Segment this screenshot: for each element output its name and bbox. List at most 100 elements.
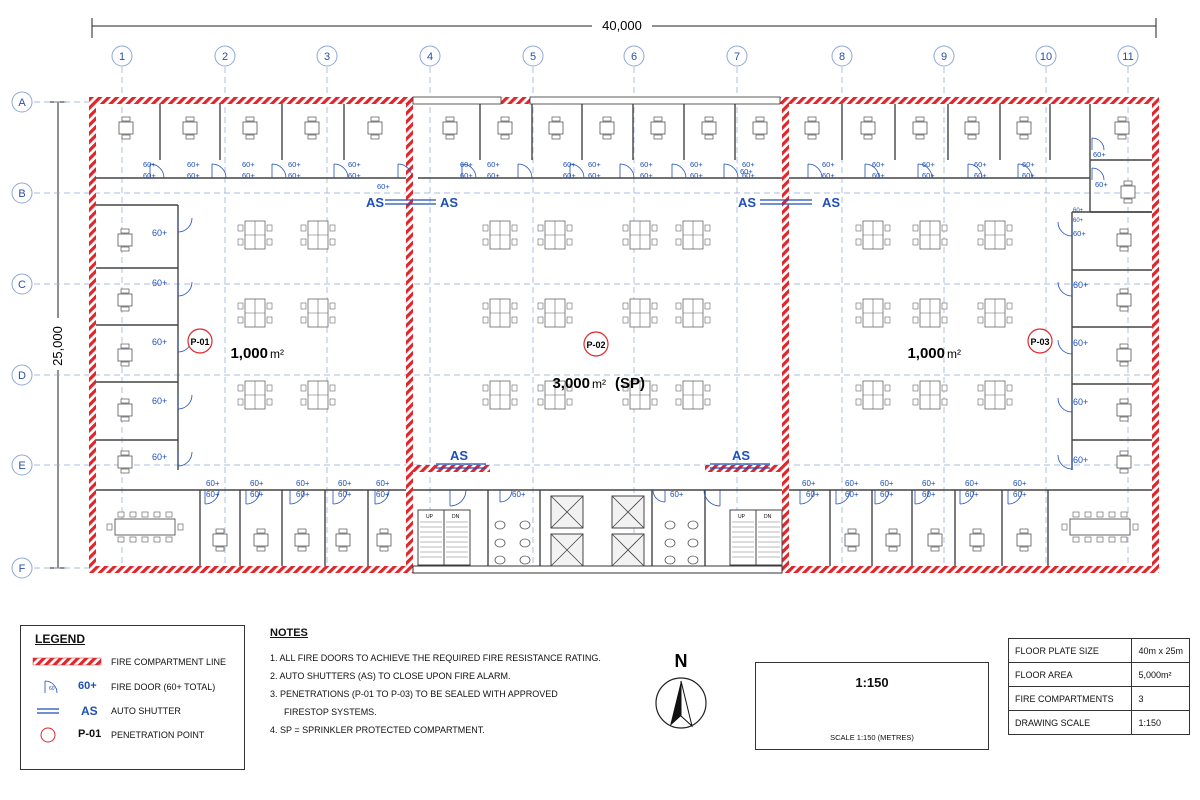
desk	[376, 528, 392, 552]
door-swing	[1057, 339, 1073, 355]
desk	[650, 116, 666, 140]
workstation-cluster	[855, 380, 891, 410]
table-value: 40m x 25m	[1131, 638, 1190, 663]
grid-column-label: 10	[1040, 51, 1052, 63]
workstation-cluster	[300, 298, 336, 328]
fire-doors	[149, 137, 1105, 507]
grid-column-label: 3	[324, 51, 330, 63]
door-swing	[967, 163, 983, 179]
fire-door-label: 60+	[242, 171, 255, 180]
stair-down-label: DN	[452, 514, 460, 520]
desk	[885, 528, 901, 552]
note-line: 2. AUTO SHUTTERS (AS) TO CLOSE UPON FIRE…	[270, 671, 511, 681]
office-furniture	[106, 116, 1139, 552]
fire-door-label: 60+	[922, 479, 936, 488]
washroom-right	[664, 520, 699, 565]
door-swing	[723, 163, 739, 179]
fire-door-label: 60+	[143, 171, 156, 180]
door-swing	[1057, 454, 1073, 470]
conference-table	[1061, 511, 1139, 543]
fire-door-label: 60+	[740, 167, 753, 176]
shutter-label: AS	[732, 448, 750, 463]
fire-door-label: 60+	[880, 479, 894, 488]
door-swing	[204, 489, 220, 505]
fire-door-label: 60+	[152, 396, 167, 406]
grid-column-label: 11	[1122, 51, 1133, 63]
workstation-cluster	[675, 298, 711, 328]
compartment-p01: P-01 1,000 m²	[187, 328, 284, 362]
grid-bubble	[522, 45, 544, 67]
door-swing	[333, 163, 349, 179]
legend-item-shutter: AS AUTO SHUTTER	[21, 701, 244, 721]
workstation-cluster	[482, 380, 518, 410]
compartment-p03: P-03 1,000 m²	[907, 328, 1053, 362]
workstation-cluster	[977, 298, 1013, 328]
door-swing	[211, 163, 227, 179]
desk	[117, 450, 133, 474]
overall-height-label: 25,000	[50, 326, 65, 366]
table-label: FIRE COMPARTMENTS	[1007, 686, 1133, 711]
fire-door-label: 60+	[806, 490, 820, 499]
stair-left: UP DN	[417, 509, 471, 566]
fire-door-label: 60+	[822, 160, 835, 169]
desk	[1120, 180, 1136, 204]
door-swing	[499, 489, 513, 503]
door-swing	[959, 489, 975, 505]
fire-door-label: 60+	[206, 479, 220, 488]
desk	[117, 398, 133, 422]
grid-row-label: B	[18, 188, 25, 200]
desk	[804, 116, 820, 140]
fire-door-label: 60+	[377, 182, 390, 191]
fire-door-label: 60+	[152, 337, 167, 347]
shutter-icon	[37, 708, 59, 714]
compartment-p02: P-02 3,000 m² (SP)	[552, 331, 645, 392]
desk	[1116, 288, 1132, 312]
fire-door-label: 60+	[242, 160, 255, 169]
fire-door-label: 60+	[880, 490, 894, 499]
stair-up-label: UP	[738, 514, 746, 520]
conference-table	[106, 511, 184, 543]
workstation-cluster	[622, 298, 658, 328]
fire-door-label: 60+	[670, 490, 684, 499]
door-swing	[289, 489, 305, 505]
fire-door-label: 60+	[288, 160, 301, 169]
door-swing	[569, 163, 585, 179]
legend-symbol: 60+	[78, 680, 97, 692]
room-walls	[91, 100, 1156, 570]
fire-door-label: 60+	[802, 479, 816, 488]
legend-symbol: AS	[81, 704, 98, 718]
door-swing	[177, 451, 193, 467]
grid-bubble	[11, 182, 33, 204]
fire-door-label: 60+	[742, 160, 755, 169]
auto-shutter: AS	[710, 448, 770, 469]
fire-door-label: 60+	[1073, 218, 1084, 224]
fire-door-label: 60+	[296, 490, 310, 499]
grid-bubble	[419, 45, 441, 67]
fire-door-label: 60+	[348, 160, 361, 169]
door-swing	[177, 394, 193, 410]
door-swing	[245, 489, 261, 505]
desk	[1116, 450, 1132, 474]
penetration-id: P-03	[1030, 337, 1049, 347]
fire-door-label: 60+	[460, 160, 473, 169]
fire-door-label: 60+	[1073, 208, 1084, 214]
workstation-cluster	[675, 220, 711, 250]
area-unit: m²	[270, 347, 284, 361]
workstation-cluster	[855, 298, 891, 328]
grid-bubble	[1117, 45, 1139, 67]
grid-row-label: E	[18, 460, 25, 472]
stair-down-label: DN	[764, 514, 772, 520]
shutter-label: AS	[366, 195, 384, 210]
workstation-cluster	[537, 298, 573, 328]
fire-door-label: 60+	[348, 171, 361, 180]
legend-item-penetration: P-01 PENETRATION POINT	[21, 725, 244, 745]
fire-door-label: 60+	[563, 160, 576, 169]
fire-door-label: 60+	[640, 171, 653, 180]
fire-door-label: 60+	[1022, 171, 1035, 180]
grid-row-label: F	[19, 563, 26, 575]
desk	[599, 116, 615, 140]
fire-door-label: 60+	[152, 452, 167, 462]
